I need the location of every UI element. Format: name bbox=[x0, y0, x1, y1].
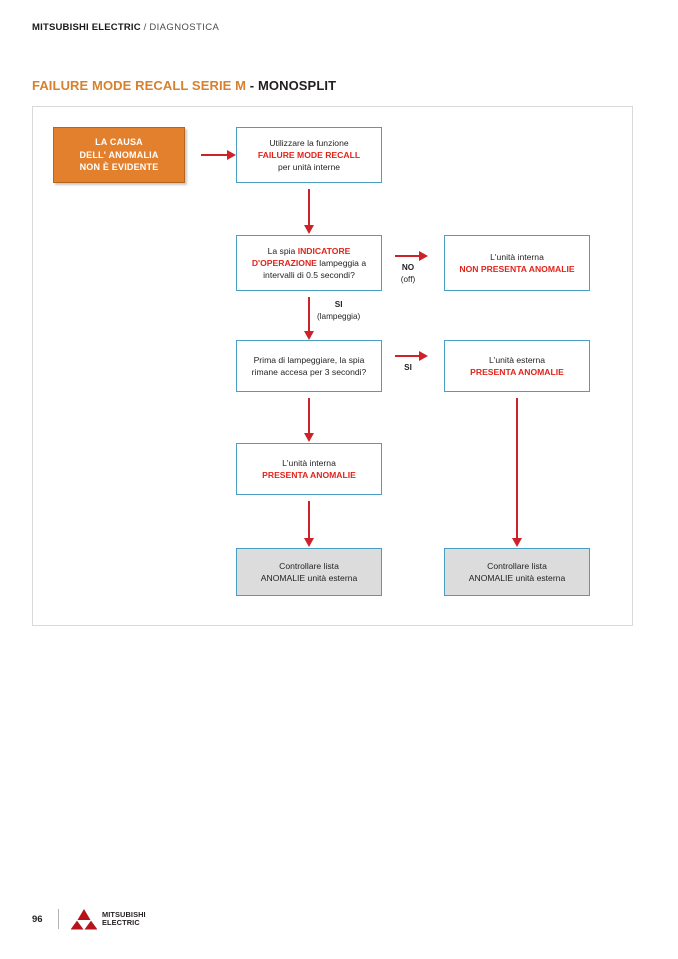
footer-divider bbox=[58, 909, 59, 929]
page-number: 96 bbox=[32, 913, 43, 925]
flow-node-indoor-no-fault: L'unità interna NON PRESENTA ANOMALIE bbox=[444, 235, 590, 291]
flow-node-start-line3: NON È EVIDENTE bbox=[79, 162, 159, 173]
flow-node-decision-3sec-line1: Prima di lampeggiare, la spia bbox=[253, 354, 365, 365]
flow-node-outdoor-fault-line1: L'unità esterna bbox=[488, 354, 546, 365]
logo-wordmark-line1: MITSUBISHI bbox=[102, 909, 146, 919]
edge-label-no-off-sub: (off) bbox=[400, 274, 416, 284]
flow-node-start-line1: LA CAUSA bbox=[95, 136, 143, 147]
arrow-start-to-use-function bbox=[201, 154, 228, 157]
flow-node-decision-3sec-line2: rimane accesa per 3 secondi? bbox=[251, 367, 367, 377]
flow-node-indoor-no-fault-line1: L'unità interna bbox=[490, 251, 544, 262]
arrow-decision-blink-to-decision-3sec bbox=[308, 297, 311, 332]
flow-node-decision-blink: La spia INDICATORE D'OPERAZIONE lampeggi… bbox=[236, 235, 382, 291]
edge-label-si-3sec-main: SI bbox=[404, 363, 412, 372]
flow-node-check-list-right-line1: Controllare lista bbox=[487, 560, 547, 571]
flow-node-indoor-fault: L'unità interna PRESENTA ANOMALIE bbox=[236, 443, 382, 495]
page-footer: 96 MITSUBISHI ELECTRIC bbox=[32, 904, 146, 934]
page-header: MITSUBISHI ELECTRIC / DIAGNOSTICA bbox=[32, 22, 219, 33]
arrow-decision-blink-to-indoor-no-fault bbox=[395, 255, 420, 258]
arrow-indoor-fault-to-check-list-left bbox=[308, 501, 311, 539]
flow-node-indoor-fault-line2: PRESENTA ANOMALIE bbox=[262, 470, 356, 480]
flow-node-use-function-line3: per unità interne bbox=[277, 162, 341, 173]
flow-node-check-list-right: Controllare lista ANOMALIE unità esterna bbox=[444, 548, 590, 596]
edge-label-si-lampeggia: SI (lampeggia) bbox=[317, 299, 360, 323]
flow-node-outdoor-fault: L'unità esterna PRESENTA ANOMALIE bbox=[444, 340, 590, 392]
flow-node-decision-blink-seg2: INDICATORE D'OPERAZIONE bbox=[251, 245, 351, 268]
page-title: FAILURE MODE RECALL SERIE M - MONOSPLIT bbox=[32, 78, 336, 93]
arrow-decision-3sec-to-outdoor-fault bbox=[395, 355, 420, 358]
logo-wordmark-line2: ELECTRIC bbox=[102, 918, 140, 927]
mitsubishi-electric-logo: MITSUBISHI ELECTRIC bbox=[71, 908, 146, 930]
arrow-decision-3sec-to-indoor-fault bbox=[308, 398, 311, 434]
flow-node-check-list-left-line2: ANOMALIE unità esterna bbox=[260, 573, 358, 583]
page-title-rest: - MONOSPLIT bbox=[246, 78, 337, 93]
page-title-highlight: FAILURE MODE RECALL SERIE M bbox=[32, 78, 247, 93]
flow-node-use-function-line2: FAILURE MODE RECALL bbox=[257, 149, 361, 160]
flow-node-check-list-right-line2: ANOMALIE unità esterna bbox=[468, 573, 566, 583]
edge-label-no-off-main: NO bbox=[401, 263, 415, 272]
flow-node-outdoor-fault-line2: PRESENTA ANOMALIE bbox=[470, 367, 564, 377]
edge-label-no-off: NO (off) bbox=[390, 262, 426, 286]
edge-label-si-lampeggia-sub: (lampeggia) bbox=[317, 311, 361, 321]
flow-node-use-function-line1: Utilizzare la funzione bbox=[269, 137, 349, 148]
flow-node-start-line2: DELL' ANOMALIA bbox=[79, 149, 159, 160]
header-brand: MITSUBISHI ELECTRIC bbox=[32, 22, 141, 33]
arrow-outdoor-fault-to-check-list-right bbox=[516, 398, 519, 539]
flow-node-decision-blink-seg3: lampeggia a intervalli di 0.5 secondi? bbox=[263, 257, 367, 281]
arrow-use-function-to-decision-blink bbox=[308, 189, 311, 226]
edge-label-si-3sec: SI bbox=[390, 362, 426, 374]
flow-node-check-list-left-line1: Controllare lista bbox=[279, 560, 339, 571]
flow-node-decision-3sec: Prima di lampeggiare, la spia rimane acc… bbox=[236, 340, 382, 392]
edge-label-si-lampeggia-main: SI bbox=[334, 300, 343, 309]
header-separator: / bbox=[140, 22, 150, 33]
flow-node-check-list-left: Controllare lista ANOMALIE unità esterna bbox=[236, 548, 382, 596]
flow-node-indoor-no-fault-line2: NON PRESENTA ANOMALIE bbox=[459, 264, 575, 274]
logo-wordmark: MITSUBISHI ELECTRIC bbox=[102, 909, 146, 928]
three-diamonds-icon bbox=[71, 908, 97, 930]
flow-node-decision-blink-seg1: La spia bbox=[267, 245, 298, 256]
flowchart-frame: LA CAUSA DELL' ANOMALIA NON È EVIDENTE U… bbox=[32, 106, 633, 626]
header-section: DIAGNOSTICA bbox=[149, 22, 220, 33]
flow-node-start: LA CAUSA DELL' ANOMALIA NON È EVIDENTE bbox=[53, 127, 185, 183]
flow-node-use-function: Utilizzare la funzione FAILURE MODE RECA… bbox=[236, 127, 382, 183]
flow-node-indoor-fault-line1: L'unità interna bbox=[282, 457, 336, 468]
